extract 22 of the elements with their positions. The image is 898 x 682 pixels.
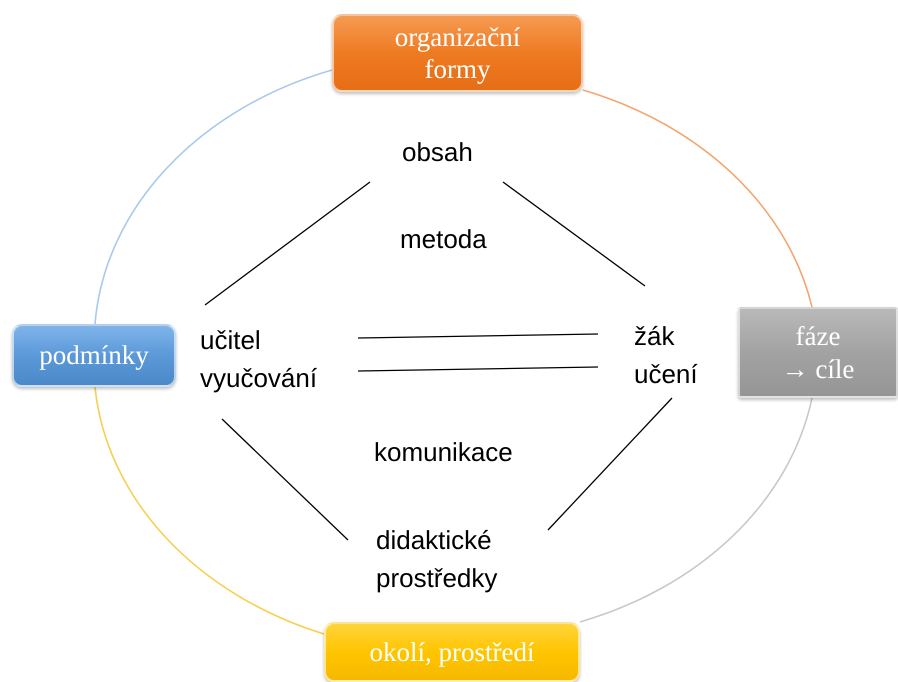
connector-line (204, 181, 370, 306)
arc-connector (94, 69, 332, 324)
arc-connector (94, 386, 324, 635)
connector-line (548, 398, 672, 530)
arc-connector (582, 89, 813, 308)
rounded-box: organizační formy (332, 14, 583, 92)
arc-connector (580, 398, 813, 623)
label-text: metoda (400, 224, 487, 255)
rounded-box: fáze → cíle (738, 307, 898, 398)
connector-line (358, 366, 598, 372)
node-text: učitel (200, 324, 261, 357)
node-text: obsah (402, 136, 473, 169)
connector-line (222, 418, 348, 540)
rounded-box: podmínky (12, 324, 176, 387)
node-text: vyučování (200, 362, 318, 395)
node-text: žák (634, 320, 674, 353)
node-text: učení (634, 358, 698, 391)
connector-line (358, 333, 598, 339)
connector-line (502, 181, 646, 287)
rounded-box: okolí, prostředí (324, 622, 580, 682)
node-text: didaktické prostředky (376, 524, 498, 595)
label-text: komunikace (374, 437, 513, 468)
